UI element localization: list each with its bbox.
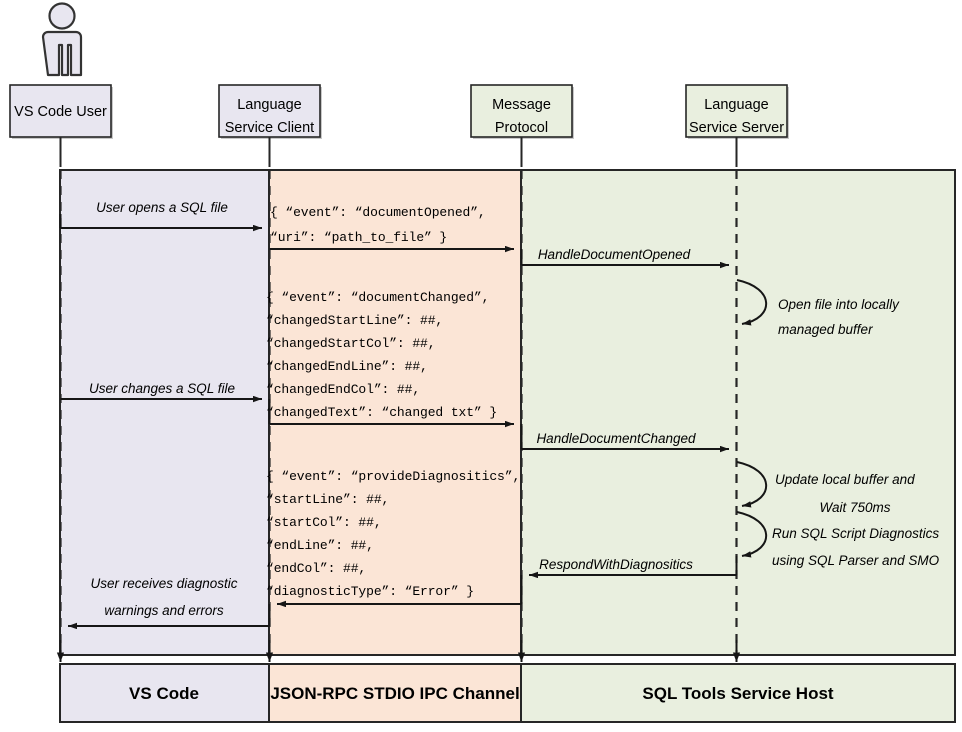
message-label-user-changes-sql-file: User changes a SQL file — [89, 381, 235, 396]
message-label-user-receives-diagnostics-line1: User receives diagnostic — [90, 576, 237, 591]
participant-vscode-user[interactable]: VS Code User — [9, 84, 113, 139]
participant-language-service-server[interactable]: Language Service Server — [685, 84, 789, 139]
payload-line: { “event”: “documentChanged”, — [266, 290, 489, 305]
footer-label-ipc-channel: JSON-RPC STDIO IPC Channel — [270, 684, 519, 703]
participant-label-message-protocol-line2: Protocol — [495, 120, 548, 136]
band-ipc-channel — [268, 169, 522, 656]
note-line: Open file into locally — [778, 297, 900, 312]
note-line: Wait 750ms — [819, 500, 890, 515]
footer-label-vs-code: VS Code — [129, 684, 199, 703]
payload-line: “changedEndCol”: ##, — [266, 382, 420, 397]
message-label-user-opens-sql-file: User opens a SQL file — [96, 200, 228, 215]
note-line: Update local buffer and — [775, 472, 915, 487]
participant-label-message-protocol-line1: Message — [492, 97, 551, 113]
note-open-file: Open file into locally managed buffer — [778, 297, 900, 337]
lifeline-terminators — [56, 640, 741, 662]
payload-line: “startLine”: ##, — [266, 492, 389, 507]
payload-line: “changedStartLine”: ##, — [266, 313, 443, 328]
participant-language-service-client[interactable]: Language Service Client — [218, 84, 322, 139]
payload-line: “changedEndLine”: ##, — [266, 359, 428, 374]
payload-line: { “event”: “documentOpened”, — [270, 205, 486, 220]
payload-line: “startCol”: ##, — [266, 515, 382, 530]
payload-line: “uri”: “path_to_file” } — [270, 230, 447, 245]
message-document-changed-transport[interactable] — [268, 399, 515, 428]
participant-label-language-service-client-line1: Language — [237, 97, 302, 113]
message-respond-with-diagnostics[interactable]: RespondWithDiagnositics — [529, 556, 738, 579]
message-label-respond-with-diagnostics: RespondWithDiagnositics — [539, 557, 693, 572]
band-service-host — [520, 169, 956, 656]
band-vs-code — [59, 169, 270, 656]
message-diagnostics-to-client[interactable] — [277, 575, 523, 608]
payload-line: “endCol”: ##, — [266, 561, 366, 576]
participant-label-language-service-server-line1: Language — [704, 97, 769, 113]
message-handle-document-opened[interactable]: HandleDocumentOpened — [520, 247, 730, 269]
payload-line: “diagnosticType”: “Error” } — [266, 584, 474, 599]
payload-document-changed: { “event”: “documentChanged”, “changedSt… — [266, 290, 497, 420]
payload-line: { “event”: “provideDiagnositics”, — [266, 469, 520, 484]
self-loop-update-buffer — [736, 461, 768, 508]
self-loop-open-file — [736, 279, 768, 326]
message-user-changes-sql-file[interactable]: User changes a SQL file — [60, 381, 263, 403]
note-line: Run SQL Script Diagnostics — [772, 526, 939, 541]
message-user-receives-diagnostics[interactable]: User receives diagnostic warnings and er… — [68, 576, 271, 630]
message-user-opens-sql-file[interactable]: User opens a SQL file — [59, 200, 263, 232]
note-update-buffer: Update local buffer and Wait 750ms — [775, 472, 915, 515]
note-line: using SQL Parser and SMO — [772, 553, 940, 568]
participant-label-language-service-server-line2: Service Server — [689, 120, 784, 136]
message-handle-document-changed[interactable]: HandleDocumentChanged — [520, 424, 730, 453]
note-line: managed buffer — [778, 322, 873, 337]
payload-line: “changedStartCol”: ##, — [266, 336, 435, 351]
footer-cell-service-host[interactable] — [520, 663, 956, 723]
footer-label-service-host: SQL Tools Service Host — [642, 684, 833, 703]
participant-label-language-service-client-line2: Service Client — [225, 120, 314, 136]
message-label-handle-document-opened: HandleDocumentOpened — [538, 247, 691, 262]
note-run-diagnostics: Run SQL Script Diagnostics using SQL Par… — [772, 526, 940, 568]
payload-provide-diagnostics: { “event”: “provideDiagnositics”, “start… — [266, 469, 520, 599]
self-loop-run-diagnostics — [736, 511, 768, 558]
user-person-icon — [41, 2, 83, 77]
message-label-handle-document-changed: HandleDocumentChanged — [536, 431, 696, 446]
footer-bar: VS Code JSON-RPC STDIO IPC Channel SQL T… — [59, 663, 956, 723]
message-label-user-receives-diagnostics-line2: warnings and errors — [104, 603, 224, 618]
participant-message-protocol[interactable]: Message Protocol — [470, 84, 574, 139]
payload-document-opened: { “event”: “documentOpened”, “uri”: “pat… — [270, 205, 486, 245]
payload-line: “changedText”: “changed txt” } — [266, 405, 497, 420]
participant-label-vscode-user: VS Code User — [14, 104, 107, 120]
footer-cell-ipc-channel[interactable] — [268, 663, 522, 723]
payload-line: “endLine”: ##, — [266, 538, 374, 553]
footer-cell-vs-code[interactable] — [59, 663, 270, 723]
lifeline-stubs — [59, 137, 738, 167]
